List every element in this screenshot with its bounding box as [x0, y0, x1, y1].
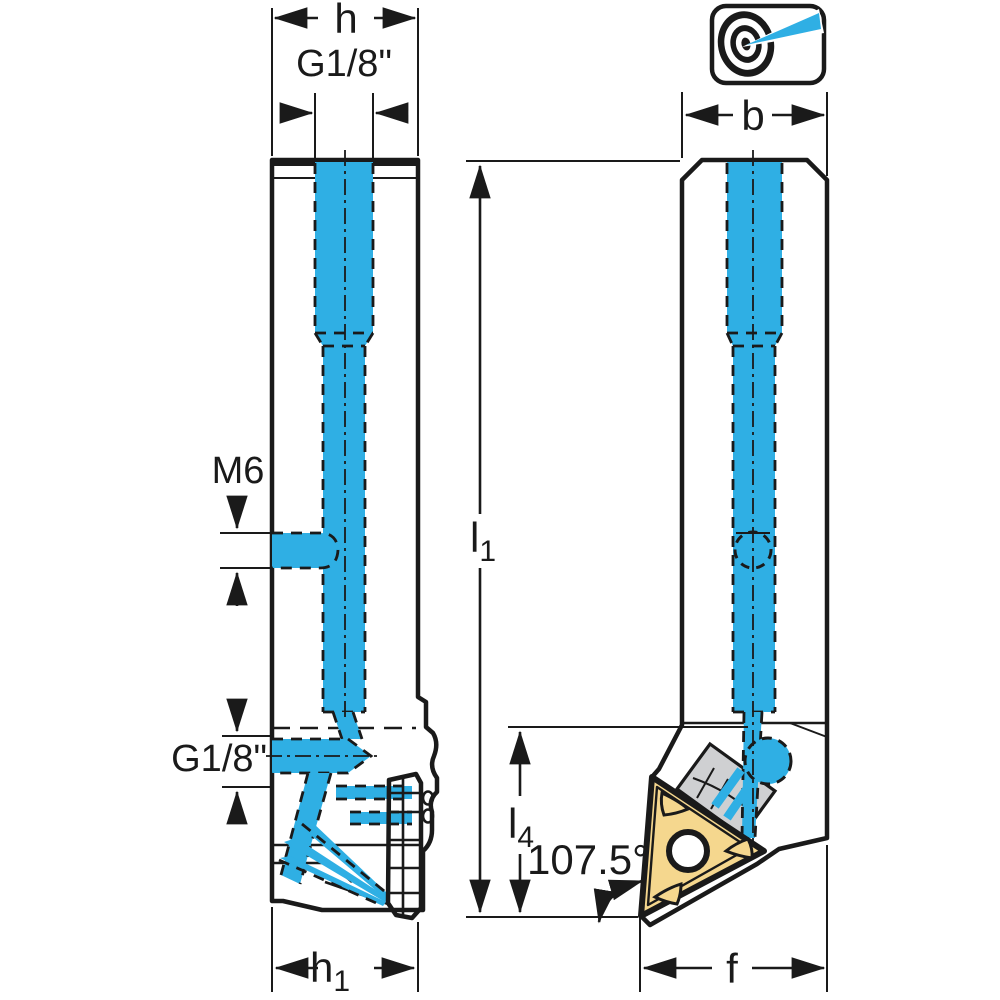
g18-port: [272, 739, 371, 773]
coolant-band: [336, 786, 412, 799]
front-view-body: [638, 157, 830, 928]
front-view: [638, 150, 830, 928]
coolant-connector-edge: [331, 711, 344, 740]
coolant-bore-edges: [725, 163, 784, 714]
dim-l4-label: l4: [508, 800, 534, 854]
clamp-line: [696, 767, 715, 799]
coolant-connector: [333, 712, 362, 739]
m6-hole: [272, 533, 338, 568]
angle-label: 107.5°: [527, 836, 649, 883]
nozzle-bore: [711, 767, 745, 809]
dim-h-label: h: [334, 0, 357, 42]
body-line: [789, 722, 828, 738]
coolant-bore-vertical: [315, 162, 373, 712]
dim-b-label: b: [741, 92, 764, 139]
insert-chip-groove: [652, 881, 683, 906]
dim-l1-label: l1: [470, 514, 496, 568]
coolant-bore-vertical: [727, 162, 782, 712]
thread-lower-label: G1/8": [171, 738, 267, 780]
beam-gap: [742, 9, 824, 47]
coolant-exit: [743, 736, 793, 786]
side-view-body: [269, 157, 440, 913]
insert-inner-line: [646, 785, 751, 907]
nozzle-bore: [723, 777, 757, 821]
coolant-target-logo-icon: [709, 3, 827, 86]
coolant-jet: [280, 856, 386, 906]
m6-hole-edge: [272, 531, 340, 570]
insert-chip-groove: [723, 837, 754, 860]
insert-edge-lines: [389, 776, 421, 916]
insert-chip-groove: [659, 790, 691, 817]
target-rings: [717, 11, 775, 77]
coolant-jet: [284, 838, 388, 902]
insert-hole: [666, 829, 710, 873]
coolant-bore-edge: [740, 711, 746, 839]
dim-f-label: f: [726, 945, 738, 992]
insert-edge-view: [385, 771, 424, 921]
coolant-bore-edges: [313, 163, 375, 714]
thread-side-label: M6: [212, 450, 265, 492]
coolant-beam: [746, 13, 821, 45]
coolant-band: [350, 812, 412, 824]
coolant-connector-edge: [351, 711, 364, 740]
side-view: [266, 150, 440, 921]
angle-arrow: [593, 879, 644, 924]
side-view-dimensions: h G1/8" M6 G1/8" h1: [171, 0, 419, 998]
thread-top-label: G1/8": [296, 43, 392, 85]
front-view-dimensions: b l1 l4 107.5° f: [466, 92, 828, 992]
dim-h1-label: h1: [310, 944, 350, 998]
